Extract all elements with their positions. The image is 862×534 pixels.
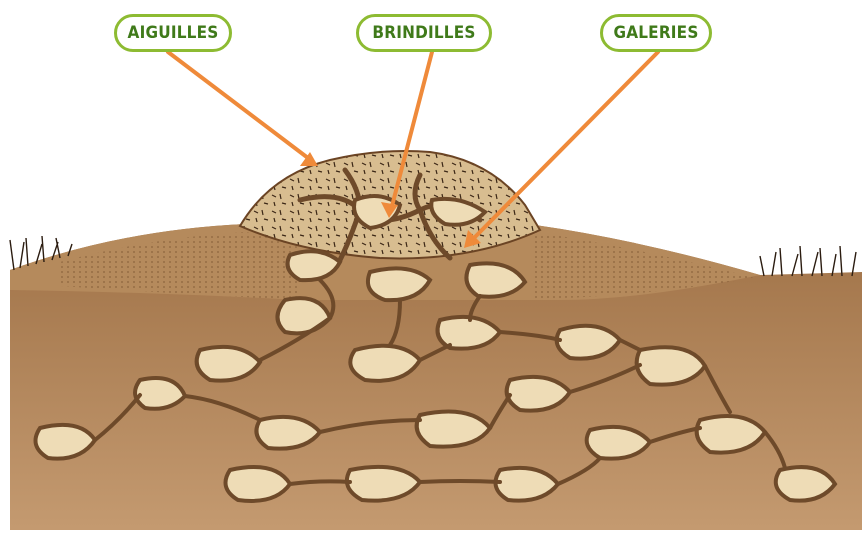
arrow-galeries [474,52,658,238]
label-aiguilles: AIGUILLES [114,14,232,52]
grass-right [760,246,856,276]
label-galeries: GALERIES [600,14,712,52]
label-brindilles: BRINDILLES [356,14,492,52]
arrow-aiguilles [168,52,308,158]
